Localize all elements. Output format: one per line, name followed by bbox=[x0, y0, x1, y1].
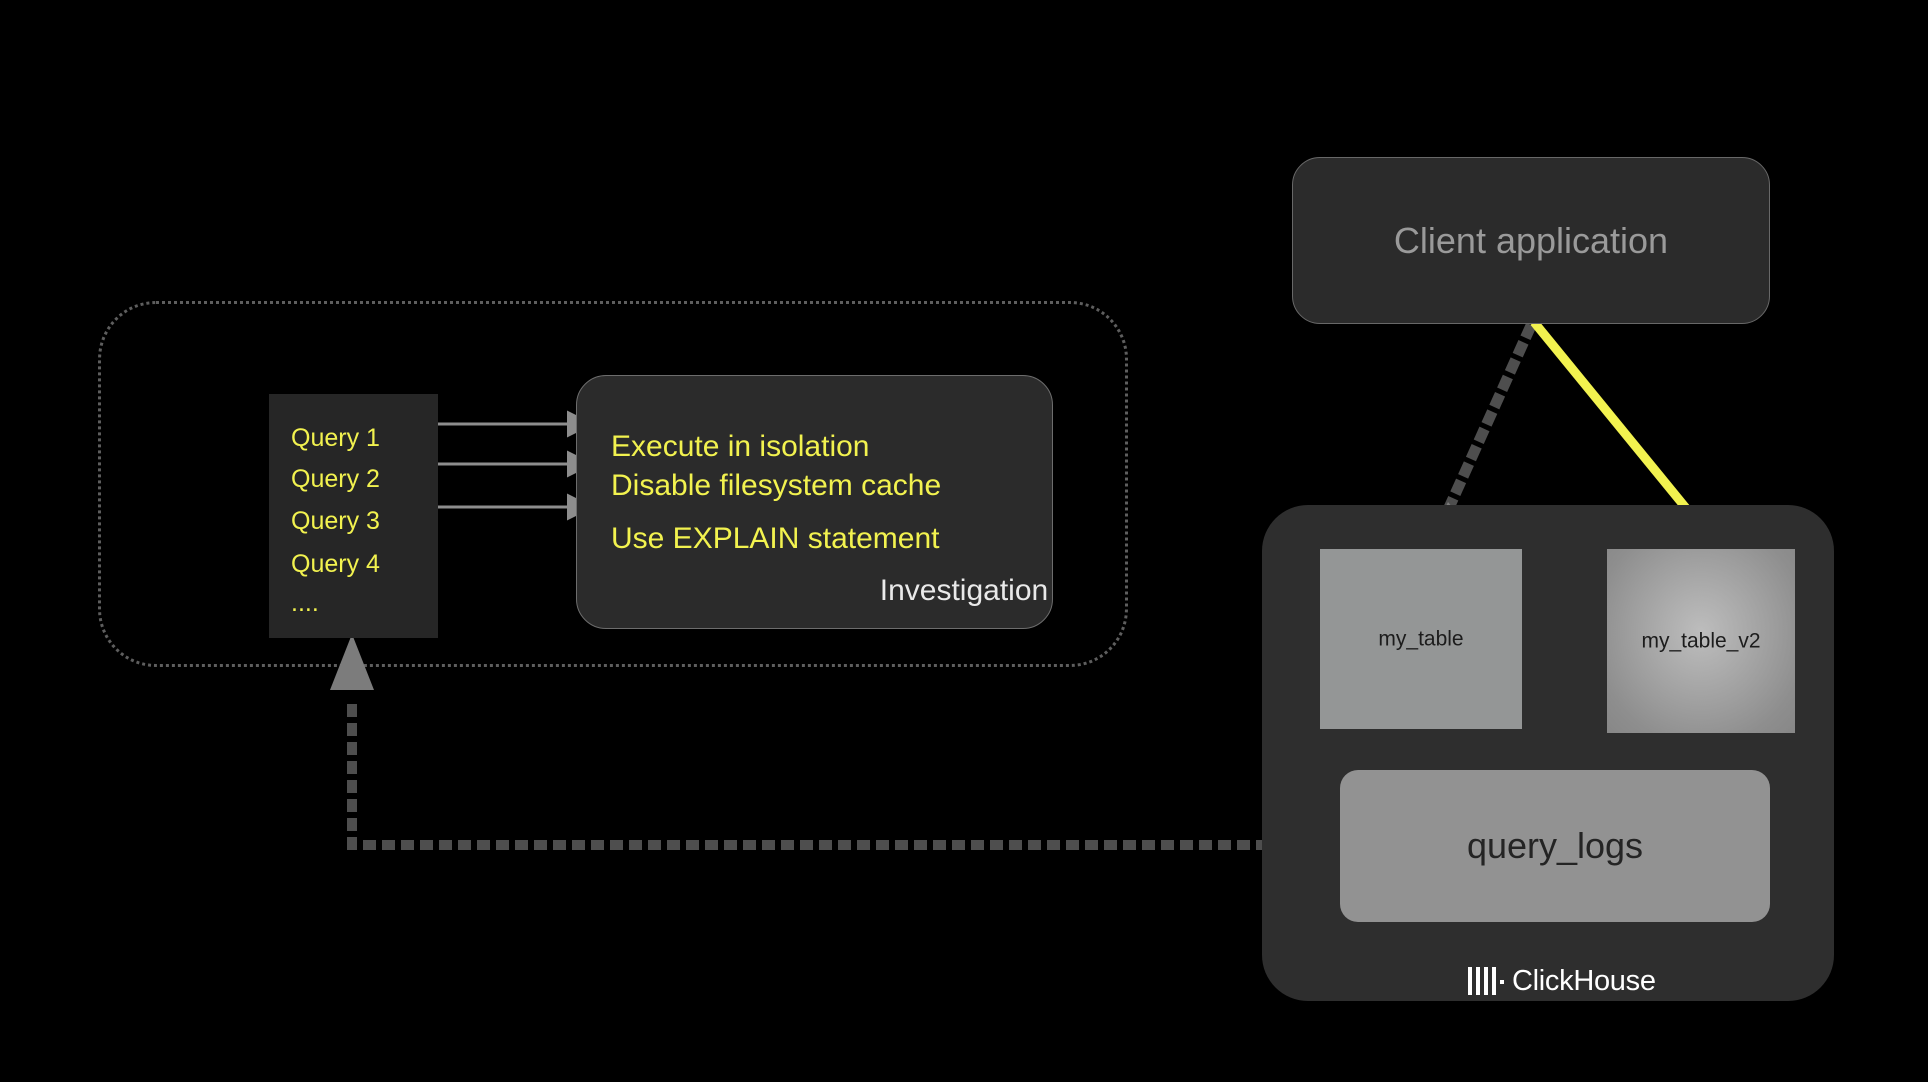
investigation-panel-title: Investigation bbox=[879, 574, 1049, 607]
table-label: my_table bbox=[1378, 627, 1464, 651]
table-label: my_table_v2 bbox=[1641, 629, 1761, 653]
clickhouse-logo-text: ClickHouse bbox=[1512, 964, 1656, 997]
clickhouse-logo: ClickHouse bbox=[1468, 964, 1656, 998]
investigation-panel: Execute in isolation Disable filesystem … bbox=[576, 375, 1053, 629]
clickhouse-bars-icon bbox=[1468, 967, 1504, 995]
table-my-table-v2: my_table_v2 bbox=[1607, 549, 1795, 733]
list-item: .... bbox=[291, 589, 319, 617]
list-item: Query 1 bbox=[291, 424, 380, 452]
client-application-label: Client application bbox=[1393, 219, 1669, 261]
table-query-logs: query_logs bbox=[1340, 770, 1770, 922]
list-item: Query 2 bbox=[291, 465, 380, 493]
query-list-panel: Query 1 Query 2 Query 3 Query 4 .... bbox=[269, 394, 438, 638]
table-my-table: my_table bbox=[1320, 549, 1522, 729]
investigation-step: Disable filesystem cache bbox=[611, 469, 942, 502]
client-application-box: Client application bbox=[1292, 157, 1770, 324]
investigation-step: Execute in isolation bbox=[611, 430, 870, 463]
list-item: Query 4 bbox=[291, 550, 380, 578]
list-item: Query 3 bbox=[291, 507, 380, 535]
investigation-group-container bbox=[98, 301, 1128, 667]
investigation-step: Use EXPLAIN statement bbox=[611, 522, 940, 555]
query-logs-label: query_logs bbox=[1466, 825, 1644, 866]
